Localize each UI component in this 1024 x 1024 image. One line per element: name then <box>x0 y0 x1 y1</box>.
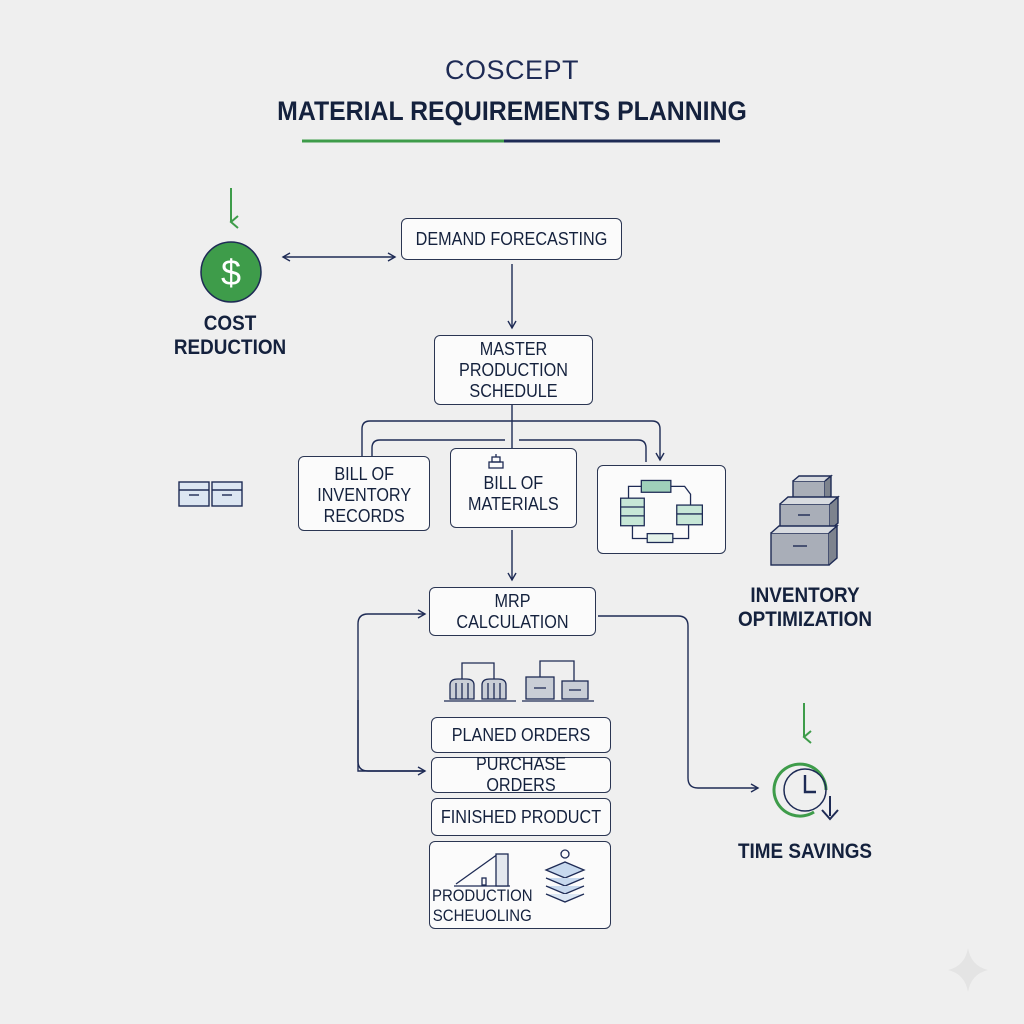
branch-inventory-inner <box>371 439 505 456</box>
benefit-cost-reduction: COST REDUCTION <box>173 312 287 359</box>
branch-inventory-outer <box>361 420 512 456</box>
stacked-boxes-icon <box>770 474 840 566</box>
node-planed-orders: PLANED ORDERS <box>431 717 611 753</box>
node-mrp-calculation: MRP CALCULATION <box>429 587 596 636</box>
clock-icon <box>772 762 839 821</box>
node-demand-forecasting: DEMAND FORECASTING <box>401 218 622 260</box>
node-bill-of-inventory-records: BILL OF INVENTORY RECORDS <box>298 456 430 531</box>
node-production-scheduling: PRODUCTION SCHEUOLING <box>429 841 611 929</box>
layers-stack-icon <box>544 849 586 903</box>
node-master-production-schedule: MASTER PRODUCTION SCHEDULE <box>434 335 593 405</box>
dollar-coin-icon: $ <box>200 241 262 303</box>
sparkle-icon <box>948 948 988 992</box>
benefit-time-savings: TIME SAVINGS <box>737 840 873 863</box>
svg-text:$: $ <box>221 252 241 293</box>
benefit-inventory-optimization: INVENTORY OPTIMIZATION <box>737 584 873 631</box>
production-chart-icon <box>454 853 510 887</box>
factory-machines-icon <box>444 660 594 702</box>
process-network-icon <box>620 479 703 544</box>
node-finished-product: FINISHED PRODUCT <box>431 798 611 836</box>
branch-network-outer <box>512 420 665 462</box>
feedback-loop <box>357 609 427 772</box>
machine-icon <box>488 454 504 469</box>
node-process-network <box>597 465 726 554</box>
file-drawer-icon <box>178 481 243 507</box>
arrow-to-purchase <box>357 700 427 776</box>
arrow-mrp-time <box>598 615 760 793</box>
node-purchase-orders: PURCHASE ORDERS <box>431 754 611 795</box>
diagram-subtitle: COSCEPT <box>444 55 580 85</box>
branch-network-inner <box>519 439 647 462</box>
node-bill-of-materials: BILL OF MATERIALS <box>450 448 577 528</box>
production-scheduling-label: PRODUCTION SCHEUOLING <box>432 886 533 925</box>
diagram-title: MATERIAL REQUIREMENTS PLANNING <box>277 96 747 126</box>
